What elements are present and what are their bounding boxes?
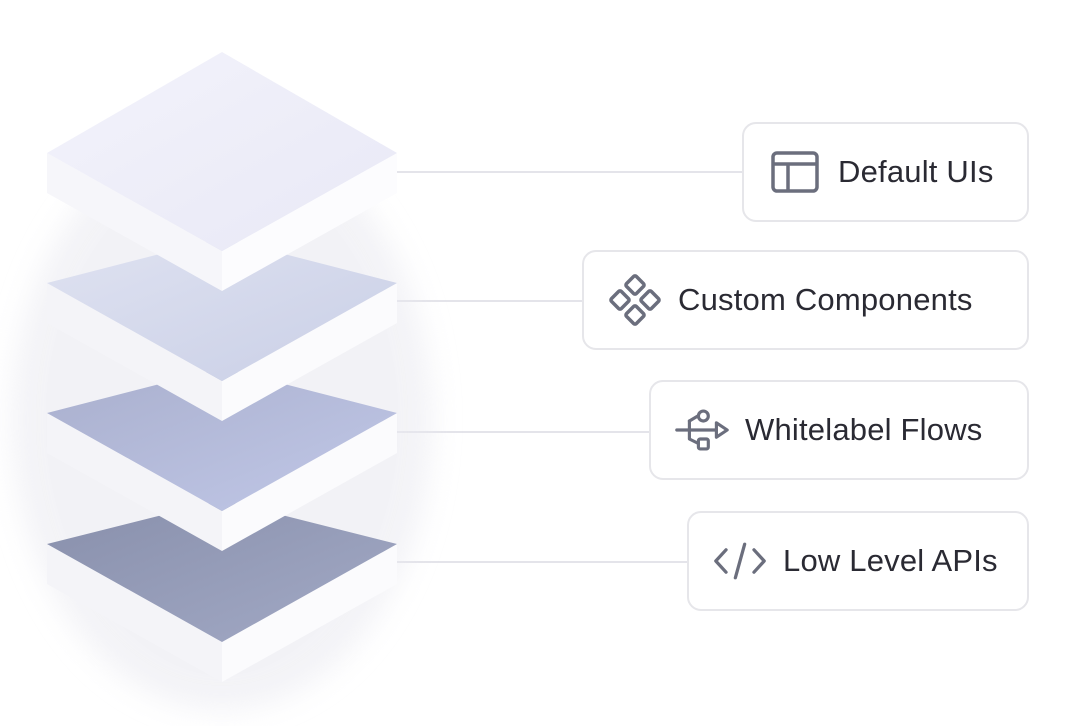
layer-label-default-uis: Default UIs <box>742 122 1029 222</box>
layer-label-text: Custom Components <box>678 282 973 317</box>
layer-label-text: Default UIs <box>838 154 994 189</box>
flow-connector-icon <box>675 403 729 457</box>
layer-4-slab <box>47 500 397 682</box>
layout-panel-icon <box>768 145 822 199</box>
layer-label-text: Low Level APIs <box>783 543 998 578</box>
component-diamonds-icon <box>608 273 662 327</box>
layer-3-slab <box>47 368 397 551</box>
layer-label-whitelabel-flows: Whitelabel Flows <box>649 380 1029 480</box>
code-brackets-icon <box>713 534 767 588</box>
layer-label-custom-components: Custom Components <box>582 250 1029 350</box>
connector-lines <box>396 171 742 563</box>
layer-label-text: Whitelabel Flows <box>745 412 983 447</box>
layer-2-slab <box>47 238 397 421</box>
layer-label-low-level-apis: Low Level APIs <box>687 511 1029 611</box>
layer-1-slab <box>47 52 397 291</box>
